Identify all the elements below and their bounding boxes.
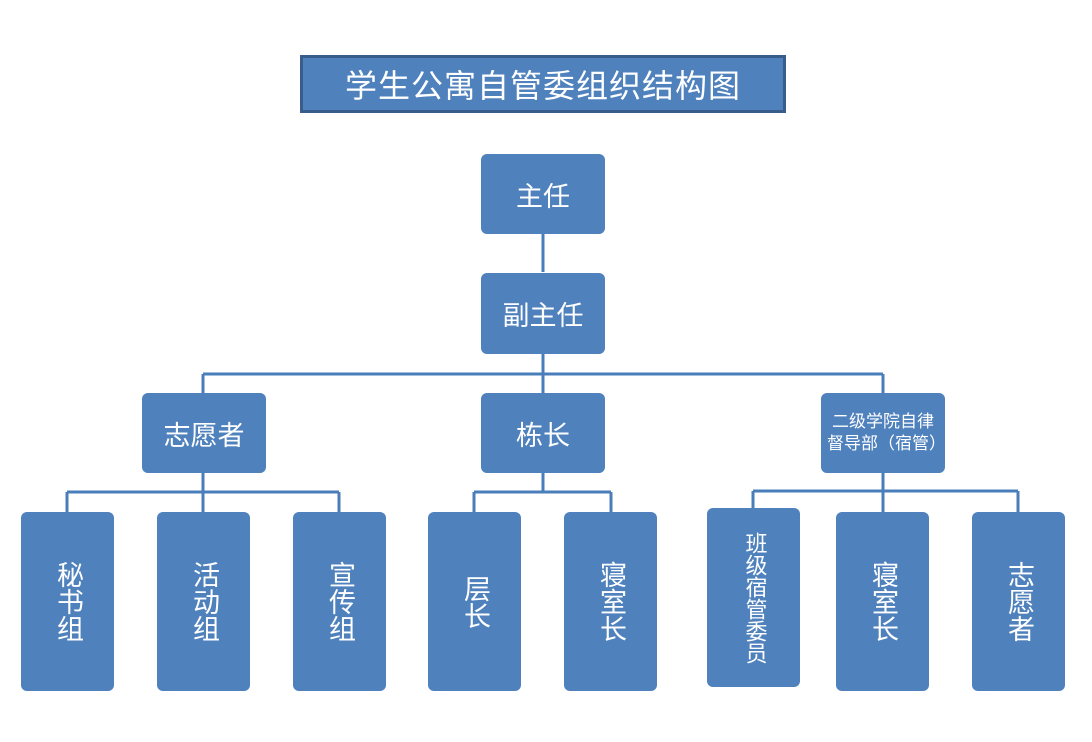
- node-deputy-director: 副主任: [481, 273, 605, 354]
- node-volunteers-2: 志愿者: [972, 512, 1065, 691]
- node-volunteers: 志愿者: [142, 393, 266, 473]
- node-class-dorm-committee: 班级宿管委员: [707, 508, 800, 687]
- node-building-head: 栋长: [481, 393, 605, 473]
- node-floor-head: 层长: [428, 512, 521, 691]
- node-college-dept: 二级学院自律督导部（宿管）: [821, 393, 946, 473]
- node-director: 主任: [481, 154, 605, 234]
- node-secretary-group: 秘书组: [21, 512, 114, 691]
- node-dorm-head-2: 寝室长: [836, 512, 929, 691]
- node-publicity-group: 宣传组: [293, 512, 386, 691]
- node-activity-group: 活动组: [157, 512, 250, 691]
- chart-title: 学生公寓自管委组织结构图: [300, 55, 786, 113]
- node-dorm-head-1: 寝室长: [564, 512, 657, 691]
